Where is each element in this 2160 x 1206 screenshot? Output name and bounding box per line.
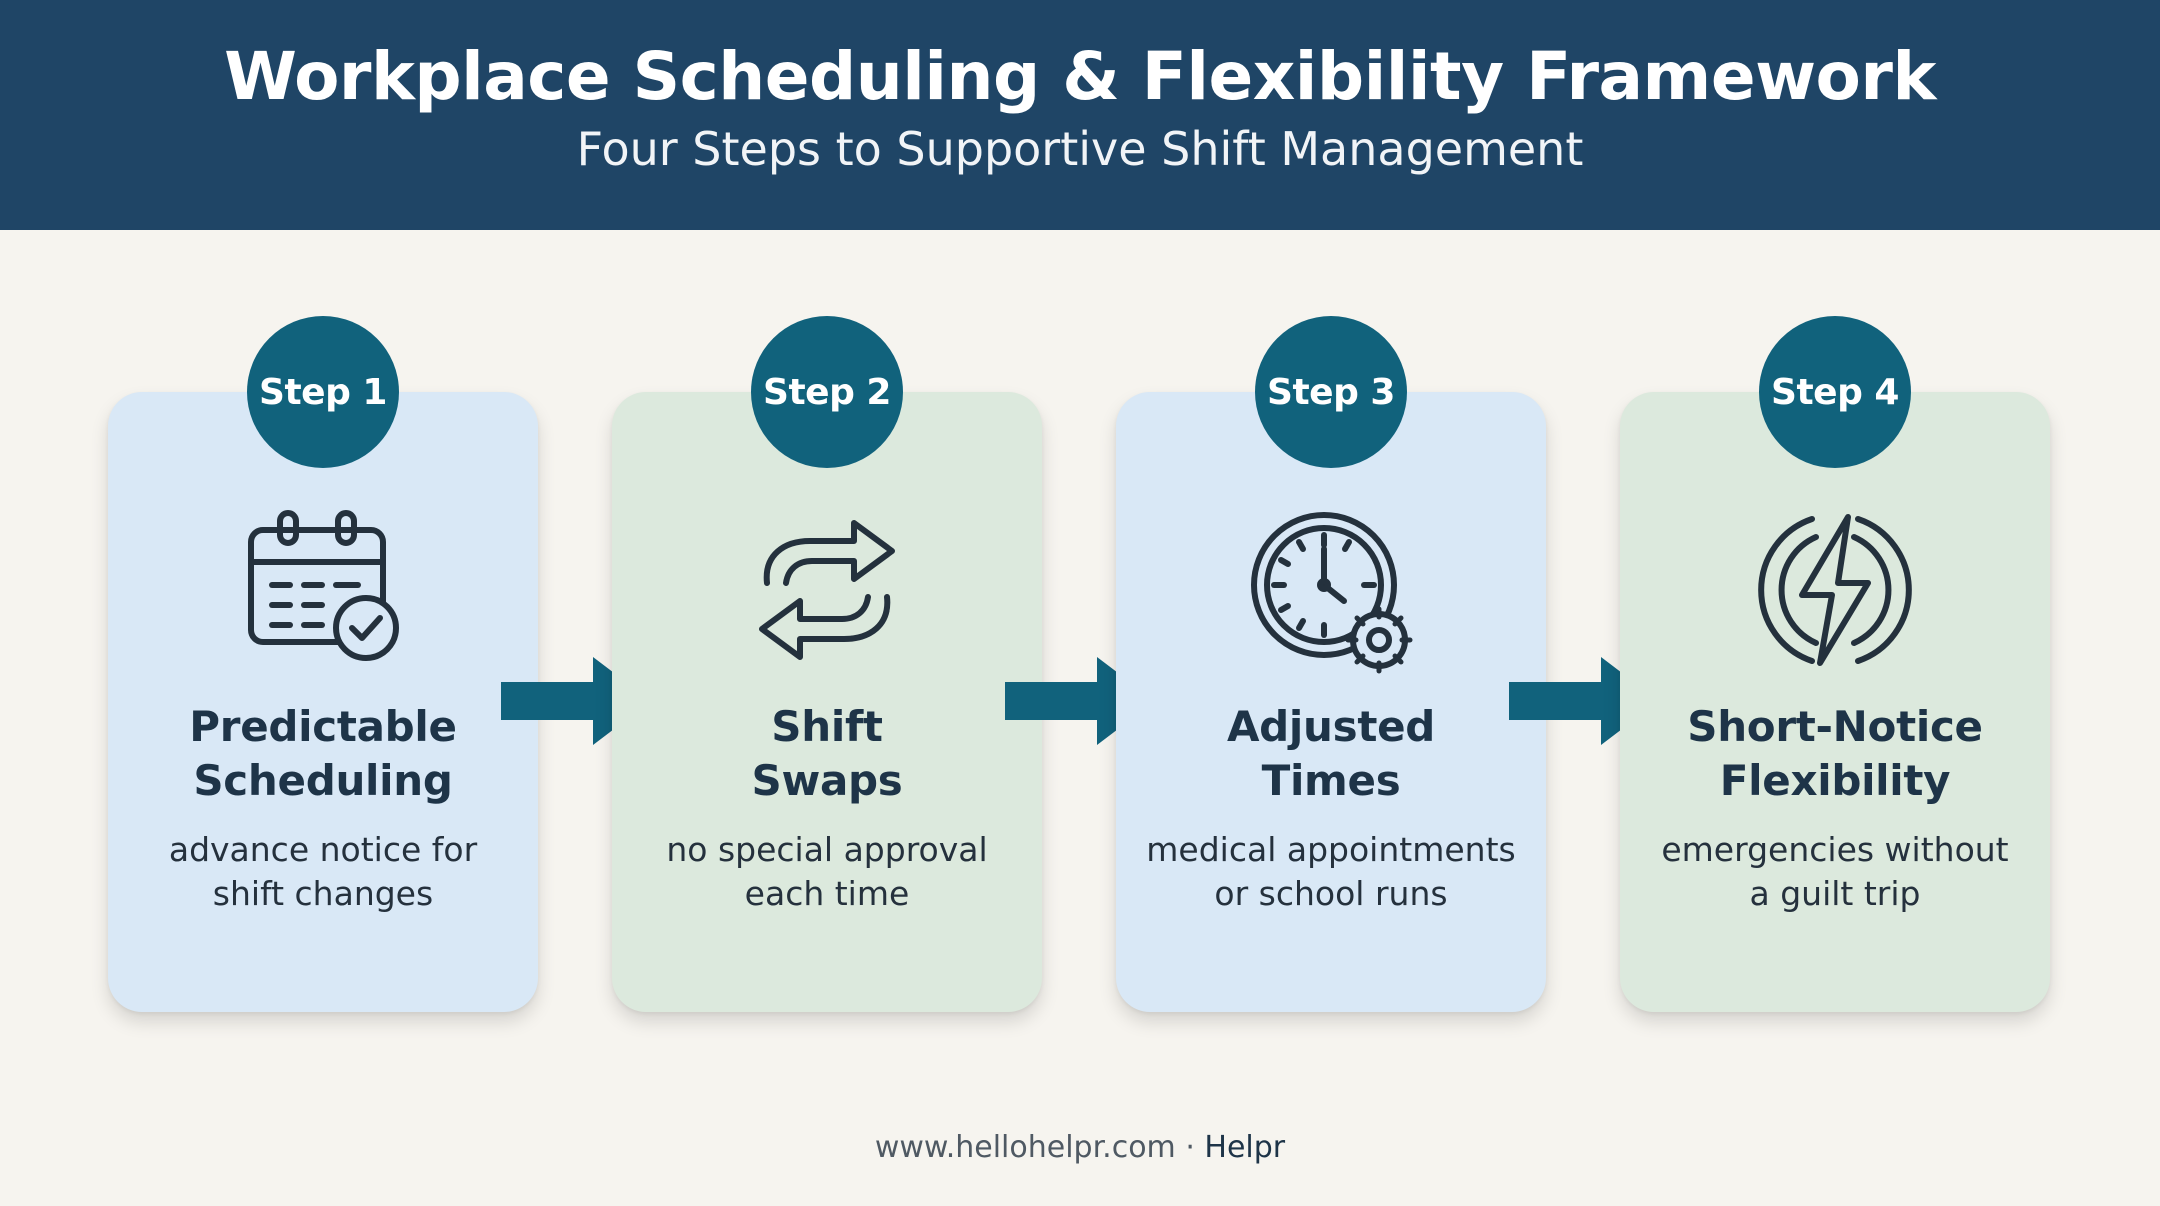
step-desc-3: medical appointments or school runs bbox=[1146, 830, 1516, 913]
footer-separator: · bbox=[1175, 1130, 1205, 1165]
step-card-4 bbox=[1620, 392, 2050, 1012]
footer-brand: Helpr bbox=[1204, 1130, 1286, 1165]
page-subtitle: Four Steps to Supportive Shift Managemen… bbox=[576, 122, 1584, 176]
step-desc-4: emergencies without a guilt trip bbox=[1661, 830, 2009, 913]
lightning-circle-icon bbox=[1750, 505, 1920, 675]
step-card-3 bbox=[1116, 392, 1546, 1012]
footer-url[interactable]: www.hellohelpr.com bbox=[874, 1130, 1176, 1165]
step-badge-1: Step 1 bbox=[247, 316, 399, 468]
step-desc-2: no special approval each time bbox=[666, 830, 988, 913]
swap-arrows-icon bbox=[742, 505, 912, 675]
step-card-2 bbox=[612, 392, 1042, 1012]
step-card-1 bbox=[108, 392, 538, 1012]
step-title-1: Predictable Scheduling bbox=[189, 702, 457, 805]
step-badge-2: Step 2 bbox=[751, 316, 903, 468]
clock-gear-icon bbox=[1246, 505, 1416, 675]
step-title-3: Adjusted Times bbox=[1226, 702, 1436, 805]
calendar-check-icon bbox=[238, 505, 408, 675]
step-badge-3: Step 3 bbox=[1255, 316, 1407, 468]
step-title-4: Short-Notice Flexibility bbox=[1687, 702, 1983, 805]
footer: www.hellohelpr.com · Helpr bbox=[0, 1130, 2160, 1165]
header-banner: Workplace Scheduling & Flexibility Frame… bbox=[0, 0, 2160, 230]
step-badge-4: Step 4 bbox=[1759, 316, 1911, 468]
step-title-2: Shift Swaps bbox=[751, 702, 903, 805]
page-title: Workplace Scheduling & Flexibility Frame… bbox=[224, 38, 1936, 115]
step-desc-1: advance notice for shift changes bbox=[168, 830, 478, 913]
